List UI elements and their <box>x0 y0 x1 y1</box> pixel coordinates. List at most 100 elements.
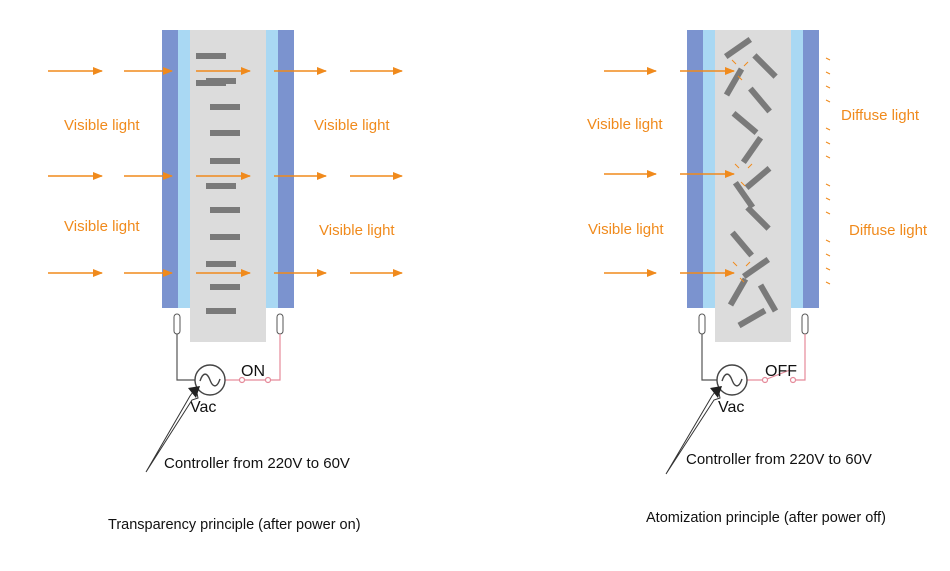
diffuse-tick <box>825 267 831 271</box>
right-wire-left <box>701 334 717 381</box>
crystal <box>206 261 236 267</box>
crystal <box>723 36 753 60</box>
diffuse-tick <box>825 99 831 103</box>
right-label-diffuse-light-1: Diffuse light <box>841 107 920 124</box>
left-label-visible-light-3: Visible light <box>64 218 140 235</box>
diffuse-tick <box>825 183 831 187</box>
crystal <box>745 205 771 231</box>
right-circuit <box>701 334 806 384</box>
left-label-visible-light-2: Visible light <box>314 117 390 134</box>
sparkle <box>737 75 743 81</box>
left-wire-return <box>270 334 281 381</box>
left-glass-outer-right <box>278 30 294 308</box>
right-scatter-sparkles <box>731 59 753 283</box>
left-panel: Visible light Visible light Visible ligh… <box>48 30 403 533</box>
right-glass-outer-right <box>803 30 819 308</box>
diffuse-tick <box>825 197 831 201</box>
right-glass-inner-left <box>703 30 715 308</box>
crystal <box>210 284 240 290</box>
diffuse-tick <box>825 141 831 145</box>
left-glass-inner-left <box>178 30 190 308</box>
sparkle <box>739 277 745 283</box>
right-ac-source-icon <box>716 364 748 396</box>
right-crystals <box>723 36 779 329</box>
left-light-arrows <box>48 67 403 277</box>
crystal <box>744 166 772 190</box>
right-label-visible-light-1: Visible light <box>587 116 663 133</box>
crystal <box>206 183 236 189</box>
sparkle <box>740 181 746 187</box>
left-source-label: Vac <box>190 399 216 416</box>
crystal <box>210 234 240 240</box>
switch-contact <box>264 376 272 384</box>
right-pointer-head <box>710 386 722 398</box>
switch-contact <box>761 376 769 384</box>
crystal <box>196 80 226 86</box>
left-glass-inner-right <box>266 30 278 308</box>
left-glass-outer-left <box>162 30 178 308</box>
left-label-visible-light-4: Visible light <box>319 222 395 239</box>
diffuse-tick <box>825 155 831 159</box>
sparkle <box>732 261 738 267</box>
sparkle <box>743 61 749 67</box>
right-label-diffuse-light-2: Diffuse light <box>849 222 928 239</box>
crystal <box>723 67 745 97</box>
left-electrode-left <box>173 313 181 335</box>
right-wire-return <box>795 334 806 381</box>
right-glass-cell <box>687 30 819 342</box>
crystal <box>752 53 778 79</box>
switch-blade-open <box>766 369 791 380</box>
diffuse-tick <box>825 85 831 89</box>
left-switch-label: ON <box>241 363 265 380</box>
right-glass-outer-left <box>687 30 703 308</box>
crystal <box>748 86 772 114</box>
diffuse-tick <box>825 239 831 243</box>
left-circuit <box>176 334 281 384</box>
right-electrode-right <box>801 313 809 335</box>
crystal <box>196 53 226 59</box>
right-source-label: Vac <box>718 399 744 416</box>
crystal <box>210 104 240 110</box>
crystal <box>731 111 759 135</box>
left-ac-source-icon <box>194 364 226 396</box>
left-controller-label: Controller from 220V to 60V <box>164 455 350 472</box>
crystal <box>210 158 240 164</box>
left-electrode-right <box>276 313 284 335</box>
crystal <box>737 307 767 329</box>
right-panel: Visible light Visible light Diffuse ligh… <box>587 30 928 526</box>
right-glass-inner-right <box>791 30 803 308</box>
diffuse-tick <box>825 71 831 75</box>
diffuse-tick <box>825 57 831 61</box>
crystal <box>740 135 764 165</box>
crystal <box>741 256 771 280</box>
crystal <box>730 230 754 258</box>
left-crystals <box>196 53 240 314</box>
right-caption: Atomization principle (after power off) <box>646 510 886 526</box>
crystal <box>732 180 756 210</box>
diffuse-tick <box>825 211 831 215</box>
crystal <box>210 207 240 213</box>
right-switch-label: OFF <box>765 363 797 380</box>
left-caption: Transparency principle (after power on) <box>108 517 361 533</box>
diffuse-tick <box>825 127 831 131</box>
sparkle <box>747 163 753 169</box>
diffuse-tick <box>825 281 831 285</box>
crystal <box>206 308 236 314</box>
left-wire-left <box>176 334 195 381</box>
sparkle <box>745 261 751 267</box>
sparkle <box>734 163 740 169</box>
switch-contact <box>789 376 797 384</box>
left-pointer-head <box>188 386 200 398</box>
right-diffuse-ticks <box>825 57 831 285</box>
left-label-visible-light-1: Visible light <box>64 117 140 134</box>
sparkle <box>731 59 737 65</box>
right-electrode-left <box>698 313 706 335</box>
crystal <box>757 283 779 313</box>
right-light-arrows <box>604 67 735 277</box>
diffuse-tick <box>825 253 831 257</box>
right-controller-label: Controller from 220V to 60V <box>686 451 872 468</box>
right-label-visible-light-2: Visible light <box>588 221 664 238</box>
crystal <box>210 130 240 136</box>
crystal <box>727 277 749 307</box>
